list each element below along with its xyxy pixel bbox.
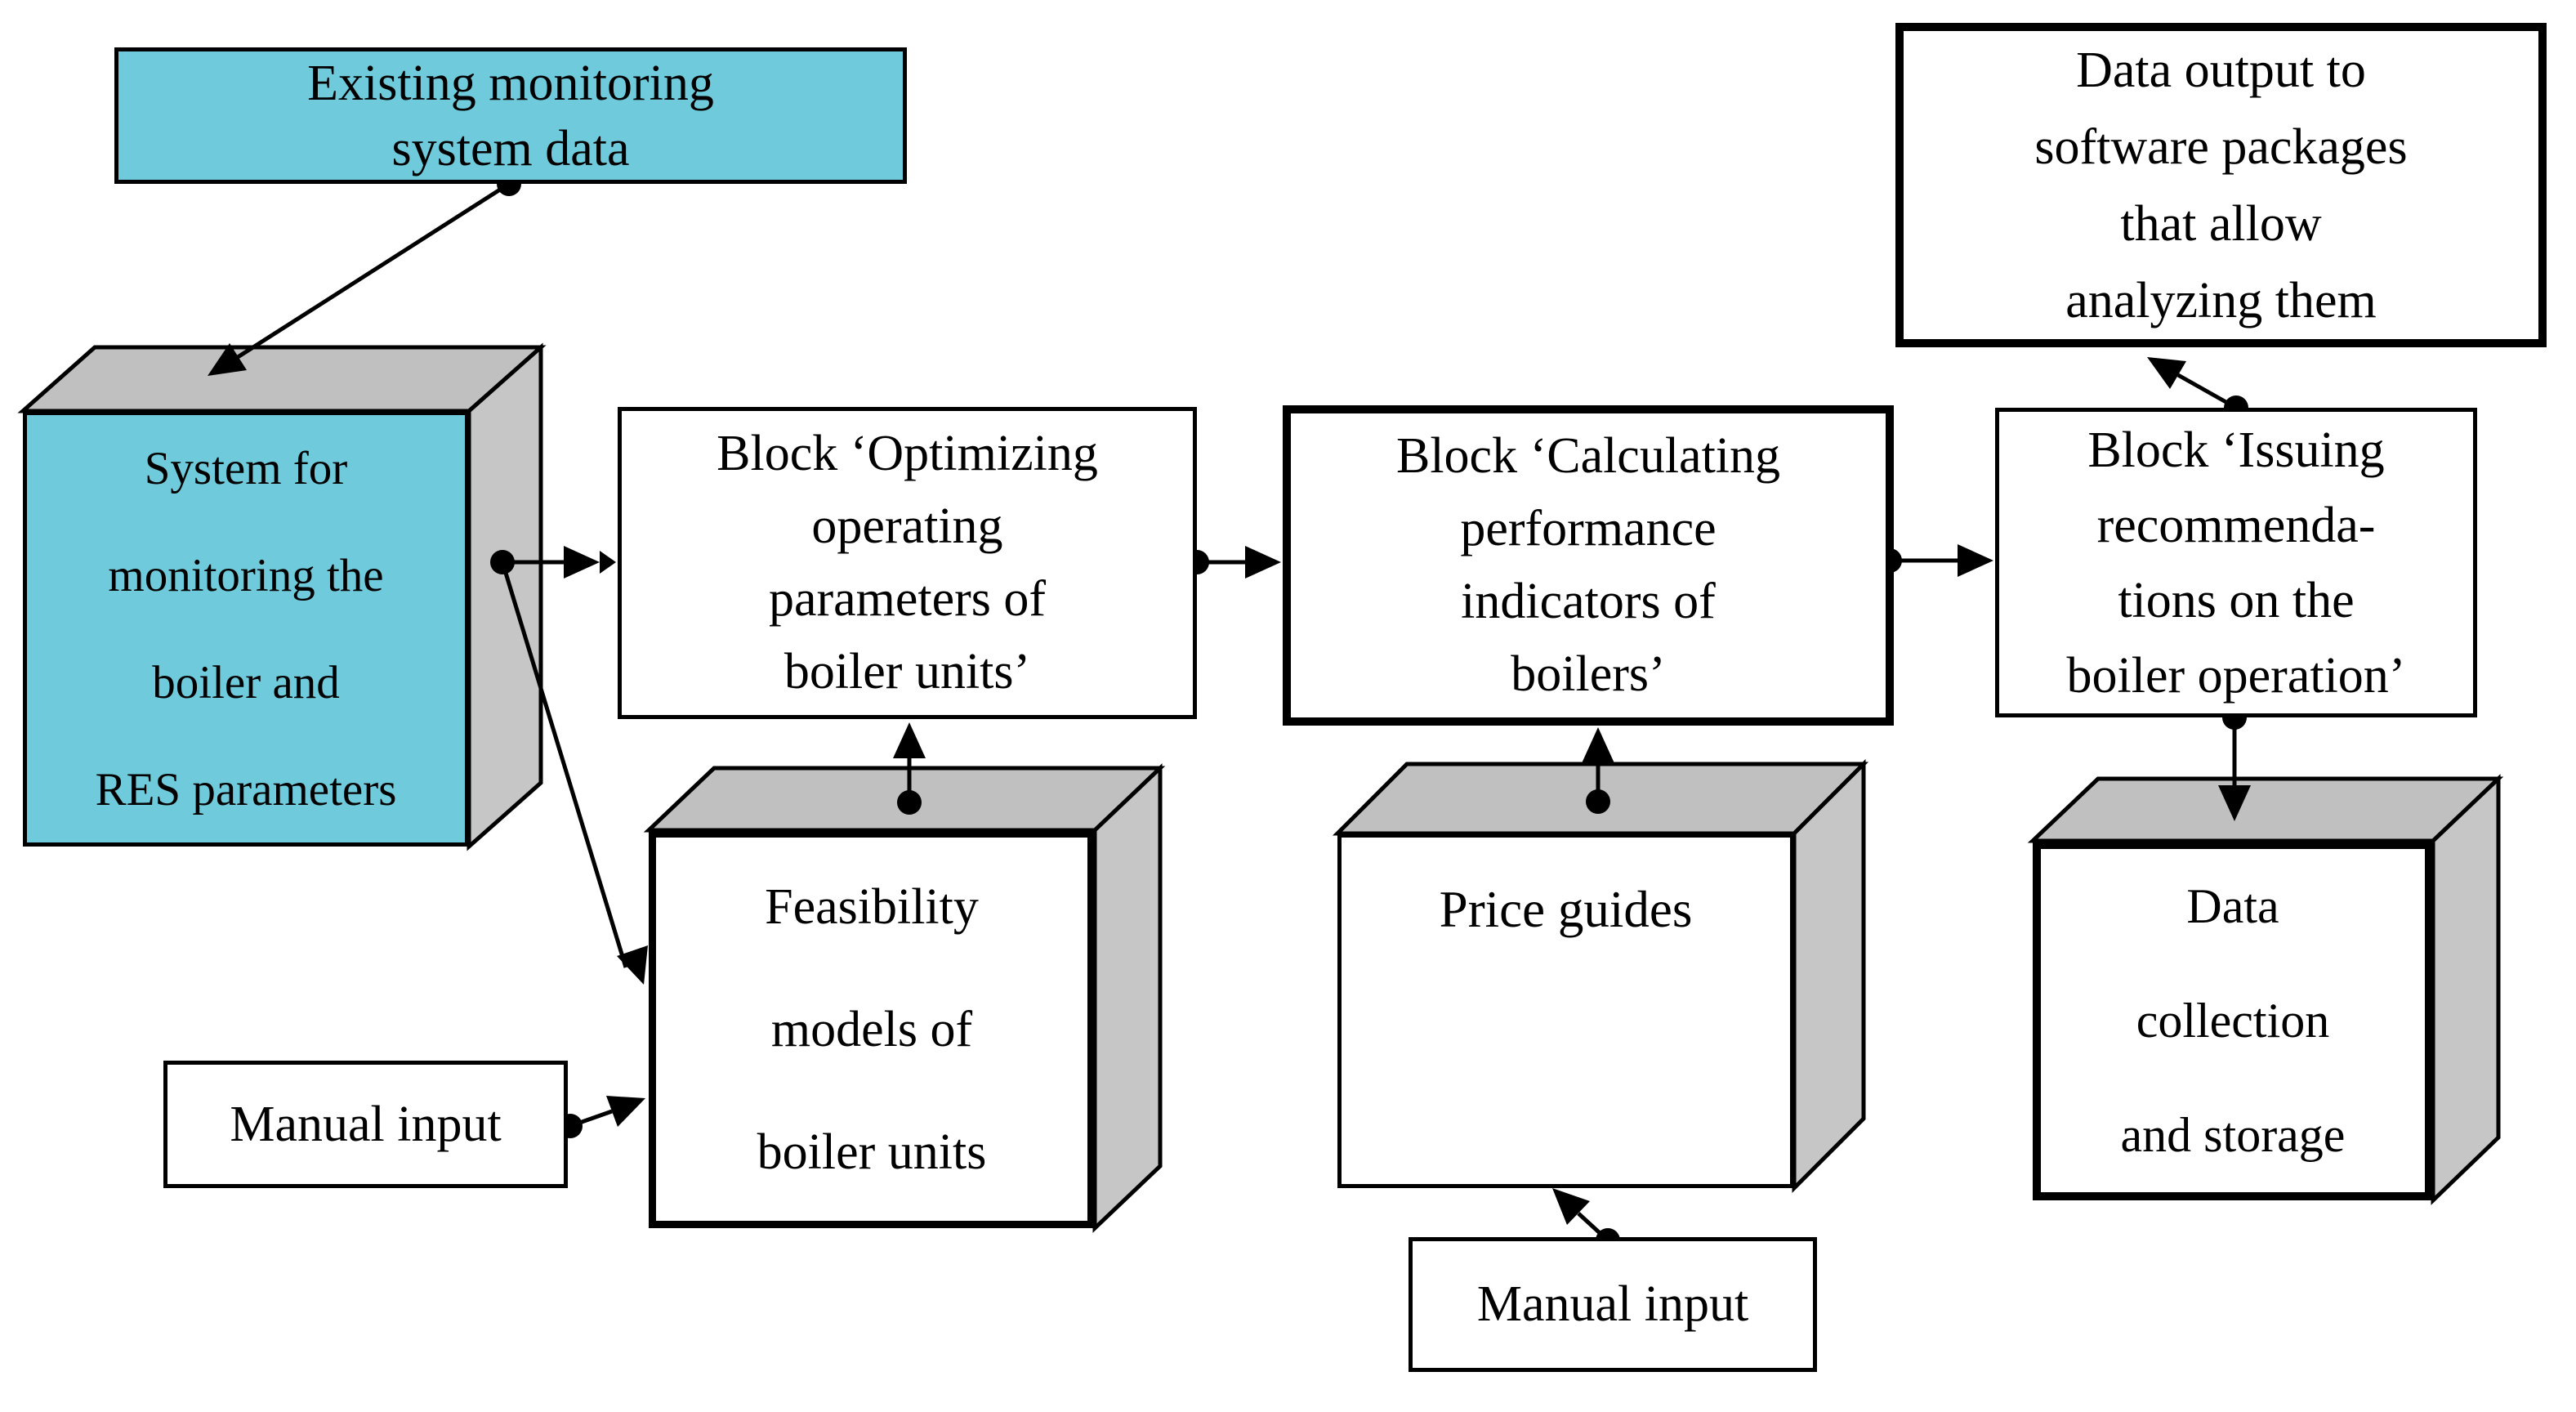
arrowhead-icon [1582,727,1614,763]
connector-monitoring-system-to-feasibility-models [500,561,648,985]
node-manual-input-left: Manual input [163,1061,568,1188]
connector-origin-dot [1586,789,1610,814]
arrowhead-icon [617,945,648,985]
arrowhead-icon [1958,544,1993,577]
box-side-face [2431,774,2501,1205]
box-side-face [467,342,543,851]
node-monitoring-system: System for monitoring the boiler and RES… [23,411,469,847]
node-label: Data output to software packages that al… [2034,42,2408,328]
node-label: Block ‘Optimizing operating parameters o… [717,426,1098,699]
node-label: Block ‘Calculating performance indicator… [1395,428,1781,702]
arrowhead-icon [1245,546,1281,579]
node-label: Block ‘Issuing recommenda- tions on the … [2066,422,2406,704]
node-block-issuing: Block ‘Issuing recommenda- tions on the … [1995,408,2477,717]
monitoring-system-3d-faces [17,342,547,851]
node-feasibility-models: Feasibility models of boiler units [649,830,1095,1228]
arrowhead-icon [2147,357,2186,389]
connector-line [236,181,511,360]
node-label: Data collection and storage [2120,879,2346,1162]
connector-price-guides-to-block-calculating [1582,727,1614,814]
node-label: Existing monitoring system data [307,55,714,176]
node-label: Manual input [1476,1276,1749,1332]
box-top-face [17,345,547,413]
connector-line [500,561,628,968]
arrowhead-icon [1552,1188,1590,1225]
arrowhead-icon [2218,785,2251,821]
arrowhead-icon [600,551,616,574]
arrowhead-icon [893,722,926,758]
node-label: Feasibility models of boiler units [757,878,987,1180]
arrowhead-icon [564,546,600,579]
arrowhead-icon [208,343,247,376]
box-side-face [1792,758,1866,1194]
node-data-collection-storage: Data collection and storage [2033,841,2433,1200]
box-side-face [1092,763,1163,1233]
box-top-face [2027,776,2504,843]
connector-feasibility-models-to-block-optimizing [893,722,926,815]
connector-block-optimizing-to-block-calculating [1185,546,1281,579]
node-existing-monitoring-data: Existing monitoring system data [114,47,907,184]
node-label: Price guides [1439,881,1693,938]
node-block-optimizing: Block ‘Optimizing operating parameters o… [618,407,1197,719]
connector-block-calculating-to-block-issuing [1877,544,1993,577]
node-label: Manual input [230,1096,502,1152]
node-manual-input-bottom: Manual input [1409,1237,1817,1372]
connector-origin-dot [897,790,922,815]
node-data-output: Data output to software packages that al… [1895,23,2547,347]
node-price-guides: Price guides [1337,833,1794,1188]
node-block-calculating: Block ‘Calculating performance indicator… [1283,405,1894,726]
data-storage-3d-faces [2027,774,2504,1205]
arrowhead-icon [606,1096,645,1127]
node-label: System for monitoring the boiler and RES… [95,442,397,815]
connector-manual-input-left-to-feasibility-models [558,1096,645,1138]
